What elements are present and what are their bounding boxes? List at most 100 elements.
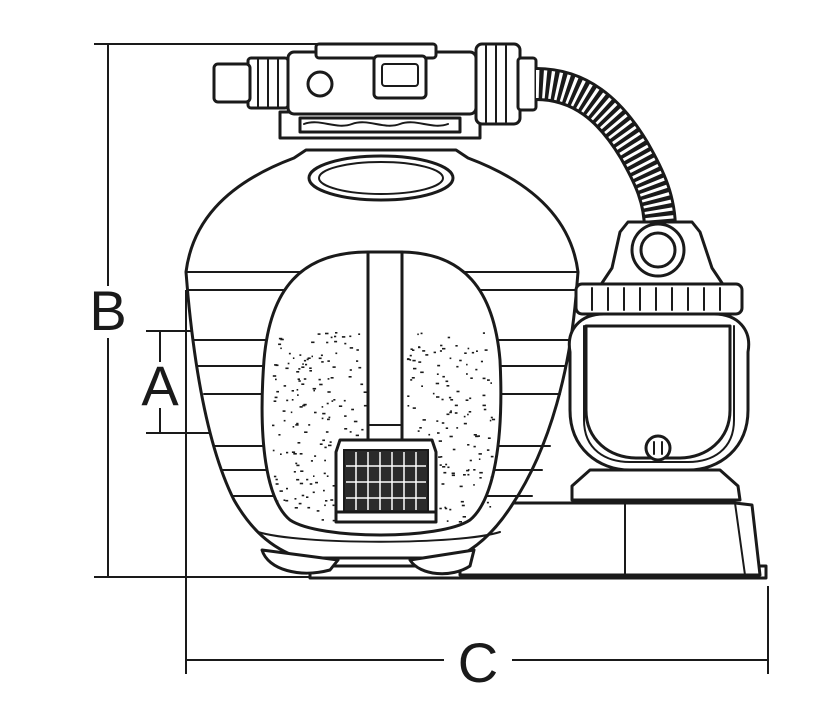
dimension-a-label: A [141, 354, 179, 417]
multiport-valve [212, 42, 538, 140]
sand-grain [466, 373, 468, 375]
sand-grain [409, 359, 412, 361]
sand-grain [285, 499, 289, 502]
sand-grain [445, 380, 449, 383]
sand-grain [322, 412, 326, 415]
sand-grain [317, 333, 321, 335]
sand-grain [330, 336, 333, 339]
sand-grain [302, 363, 304, 365]
sand-grain [301, 494, 305, 497]
sand-grain [349, 335, 352, 338]
sand-grain [487, 437, 491, 439]
sand-grain [344, 415, 347, 417]
sand-grain [325, 500, 328, 502]
sand-grain [458, 521, 462, 523]
sand-grain [274, 364, 278, 366]
sand-grain [294, 498, 297, 500]
sand-grain [446, 385, 450, 387]
sand-grain [466, 363, 468, 366]
sand-grain [291, 390, 294, 392]
sand-grain [335, 352, 338, 355]
sand-grain [353, 420, 358, 423]
sand-grain [444, 506, 447, 509]
sand-grain [279, 490, 283, 492]
sand-grain [322, 439, 325, 442]
sand-grain [307, 357, 311, 359]
sand-grain [326, 475, 329, 477]
sand-grain [321, 361, 324, 363]
sand-grain [324, 504, 326, 507]
sand-grain [275, 483, 279, 485]
sand-grain [486, 501, 489, 504]
sand-grain [436, 373, 439, 375]
sand-grain [440, 456, 443, 458]
sand-grain [326, 341, 329, 344]
sand-grain [282, 410, 286, 412]
sand-grain [441, 483, 445, 485]
sand-grain [412, 407, 416, 409]
sand-grain [323, 489, 325, 492]
sand-grain [456, 365, 459, 368]
sand-grain [442, 347, 446, 350]
sand-grain [325, 431, 329, 433]
sand-grain [490, 476, 493, 479]
sand-grain [484, 349, 488, 351]
sand-grain [327, 378, 330, 380]
sand-grain [447, 336, 451, 339]
sand-grain [283, 499, 286, 501]
sand-grain [419, 427, 422, 429]
sand-grain [321, 417, 324, 420]
sand-grain [360, 383, 364, 386]
strainer-slots [346, 452, 426, 510]
sand-grain [418, 346, 420, 348]
sand-grain [412, 359, 416, 362]
dimension-b-label: B [89, 279, 126, 342]
sand-grain [490, 455, 494, 458]
sand-grain [490, 382, 492, 384]
sand-grain [324, 446, 327, 449]
sand-grain [331, 400, 334, 402]
dimension-c: C [185, 290, 769, 694]
sand-grain [463, 415, 466, 418]
sand-grain [363, 391, 367, 393]
sand-grain [280, 338, 284, 341]
sand-grain [321, 519, 324, 521]
sand-grain [298, 502, 302, 505]
sand-grain [437, 364, 441, 367]
sand-grain [273, 475, 277, 478]
sand-grain [437, 432, 440, 434]
sand-grain [476, 350, 478, 352]
sand-grain [479, 471, 483, 474]
sand-grain [407, 395, 410, 397]
sand-grain [307, 506, 311, 509]
sand-grain [410, 379, 413, 381]
sand-grain [446, 413, 450, 416]
sand-grain [421, 385, 423, 387]
sand-grain [297, 378, 300, 380]
sand-grain [470, 377, 473, 379]
lid-ribs [591, 287, 721, 311]
sand-grain [280, 347, 282, 350]
sand-grain [343, 399, 346, 402]
sand-grain [278, 343, 282, 346]
sand-grain [491, 418, 496, 421]
sand-grain [409, 354, 412, 357]
sand-grain [272, 375, 277, 377]
sand-grain [407, 405, 410, 407]
sand-grain [299, 453, 303, 455]
sand-grain [467, 473, 470, 476]
sand-grain [428, 433, 431, 436]
sand-grain [280, 453, 282, 455]
sand-grain [454, 404, 458, 407]
sand-grain [312, 491, 315, 494]
sand-grain [327, 391, 331, 393]
dimension-b: B [89, 43, 330, 578]
sand-grain [462, 516, 466, 518]
sand-grain [349, 369, 352, 371]
sand-grain [420, 371, 424, 374]
sand-grain [467, 444, 470, 446]
sand-grain [272, 449, 275, 452]
sand-grain [308, 424, 311, 426]
sand-grain [305, 363, 308, 366]
